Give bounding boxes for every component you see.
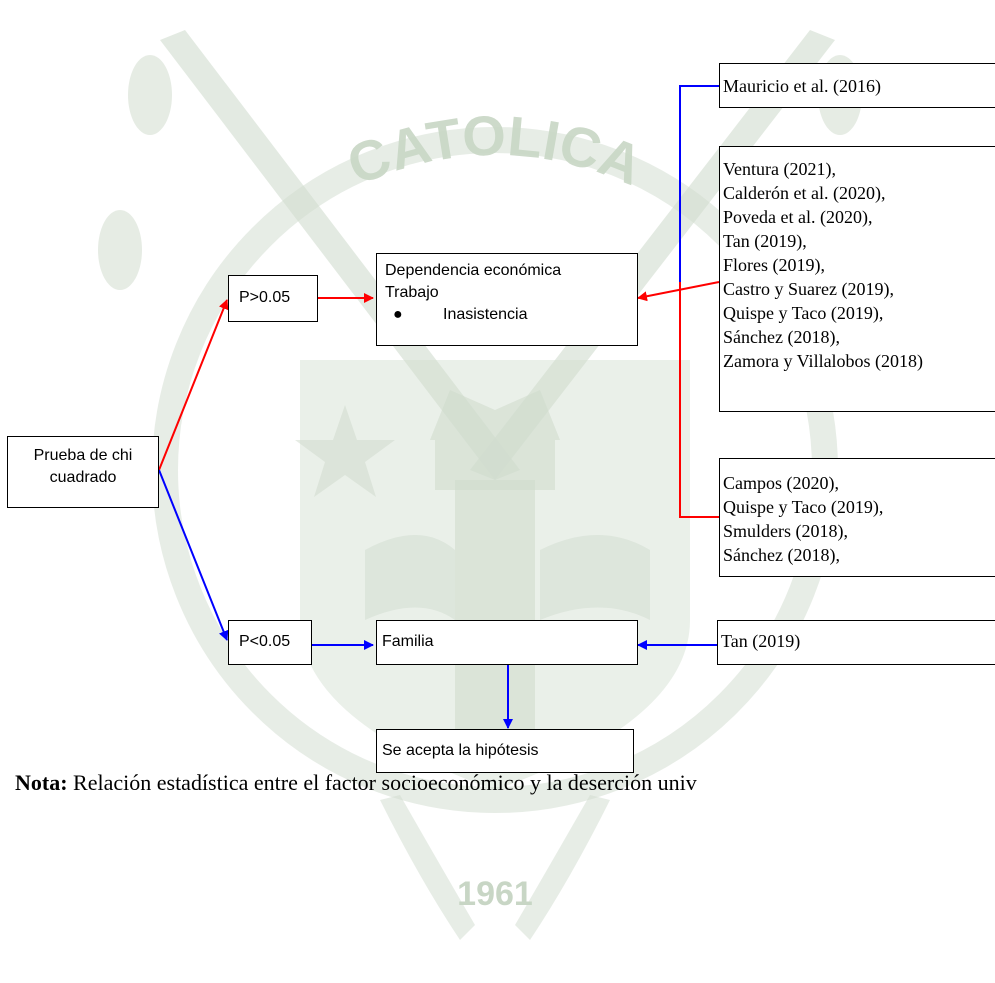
note-text: Relación estadística entre el factor soc… (67, 770, 697, 795)
reference-item: Poveda et al. (2020), (723, 207, 873, 227)
arrow-test-to-p-low (158, 469, 229, 641)
p-high-box: P>0.05 (228, 275, 318, 322)
test-line-1: Prueba de chi (33, 447, 133, 464)
connector-group3 (679, 282, 719, 518)
watermark-year: 1961 (457, 875, 533, 913)
reference-item: Mauricio et al. (2016) (723, 76, 881, 96)
reference-box-mauricio: Mauricio et al. (2016) (719, 63, 995, 108)
dependencia-bullet-item: ● Inasistencia (385, 304, 637, 326)
familia-label: Familia (382, 633, 434, 650)
reference-item: Tan (2019), (723, 231, 807, 251)
connector-mauricio (679, 85, 719, 282)
dependencia-bullet-text: Inasistencia (443, 306, 528, 323)
reference-item: Tan (2019) (721, 631, 801, 651)
hipotesis-label: Se acepta la hipótesis (382, 742, 539, 759)
reference-item: Zamora y Villalobos (2018) (723, 351, 924, 371)
arrow-references-to-dependencia (637, 281, 720, 302)
reference-item: Castro y Suarez (2019), (723, 279, 894, 299)
reference-item: Campos (2020), (723, 473, 839, 493)
dependencia-line-2: Trabajo (385, 284, 439, 301)
hipotesis-box: Se acepta la hipótesis (376, 729, 634, 773)
bullet-icon: ● (393, 306, 403, 323)
reference-item: Ventura (2021), (723, 159, 836, 179)
reference-box-group2: Ventura (2021), Calderón et al. (2020), … (719, 146, 995, 412)
p-low-box: P<0.05 (228, 620, 312, 665)
familia-box: Familia (376, 620, 638, 665)
reference-item: Sánchez (2018), (723, 545, 840, 565)
reference-item: Smulders (2018), (723, 521, 848, 541)
dependencia-box: Dependencia económica Trabajo ● Inasisten… (376, 253, 638, 346)
test-line-2: cuadrado (49, 469, 117, 486)
chi-square-test-box: Prueba de chi cuadrado (7, 436, 159, 508)
dependencia-line-1: Dependencia económica (385, 262, 562, 279)
arrow-test-to-p-high (158, 299, 229, 471)
reference-item: Quispe y Taco (2019), (723, 303, 884, 323)
figure-note: Nota: Relación estadística entre el fact… (15, 768, 697, 798)
reference-item: Quispe y Taco (2019), (723, 497, 884, 517)
reference-item: Flores (2019), (723, 255, 825, 275)
reference-item: Calderón et al. (2020), (723, 183, 886, 203)
note-label: Nota: (15, 770, 68, 795)
p-low-label: P<0.05 (239, 633, 291, 650)
p-high-label: P>0.05 (239, 289, 291, 306)
reference-item: Sánchez (2018), (723, 327, 840, 347)
reference-box-group3: Campos (2020), Quispe y Taco (2019), Smu… (719, 458, 995, 577)
reference-box-tan: Tan (2019) (717, 620, 995, 665)
